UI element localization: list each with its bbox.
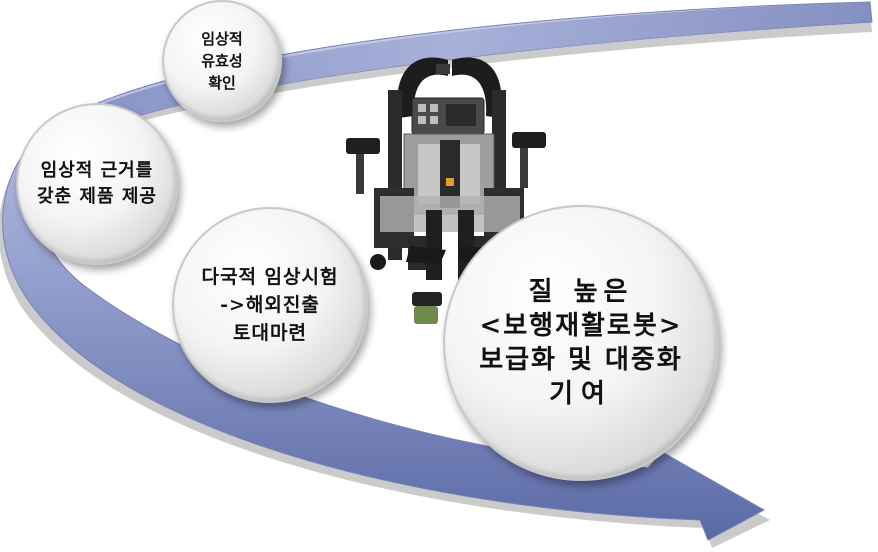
circle-text-line: ->해외진출 xyxy=(220,294,320,316)
circle-popularization-goal: 질 높은 <보행재활로봇> 보급화 및 대중화 기여 xyxy=(443,205,719,481)
circle-evidence-based-product: 임상적 근거를 갖춘 제품 제공 xyxy=(16,103,178,265)
circle-text-line: 다국적 임상시험 xyxy=(201,266,339,288)
circle-clinical-efficacy: 임상적 유효성 확인 xyxy=(162,0,282,122)
circle-text-line: 확인 xyxy=(208,74,236,92)
circle-text-line: 질 높은 xyxy=(528,277,634,307)
circle-text-line: 임상적 xyxy=(201,30,243,48)
circle-text-line: 기여 xyxy=(549,379,613,409)
circle-multinational-trial: 다국적 임상시험 ->해외진출 토대마련 xyxy=(172,207,368,403)
circle-text-line: 임상적 근거를 xyxy=(40,160,154,181)
circle-text-line: 토대마련 xyxy=(233,322,307,344)
circle-text-line: 유효성 xyxy=(201,52,243,70)
circle-text-line: 갖춘 제품 제공 xyxy=(37,186,157,207)
arrow-band xyxy=(2,1,873,541)
gait-rehabilitation-robot-image xyxy=(346,57,546,324)
circle-text-line: <보행재활로봇> xyxy=(479,311,683,341)
circle-text-line: 보급화 및 대중화 xyxy=(479,345,683,375)
